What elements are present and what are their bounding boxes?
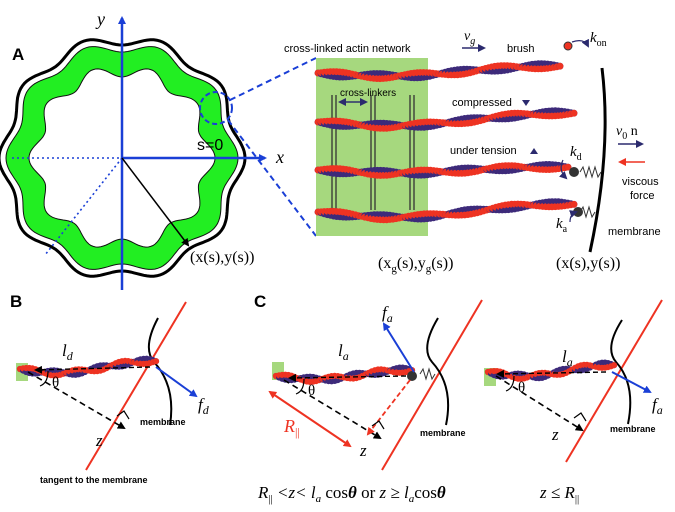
- c2-z-label: z: [551, 425, 559, 444]
- b-filament-monomer: [152, 358, 160, 365]
- c1-force-label: fa: [382, 303, 393, 325]
- panel-a-label: A: [12, 45, 24, 64]
- c1-spring: [419, 367, 436, 381]
- panel-a: A y x s=0 (x(s),y(s)): [0, 9, 284, 290]
- b-right-angle: [116, 410, 130, 420]
- b-force-label: fd: [198, 395, 210, 417]
- b-z-projection: [27, 371, 126, 430]
- c2-theta-arc: [505, 375, 515, 392]
- c1-r-label: R||: [283, 416, 300, 439]
- filament-free-monomer: [570, 200, 578, 208]
- kd-label: kd: [570, 144, 582, 163]
- c2-length-arrow: [496, 369, 607, 378]
- brush-label: brush: [507, 43, 535, 55]
- filament-compressed-monomer: [570, 109, 578, 117]
- panel-c1: C la fa θ R|| z membrane: [254, 292, 483, 471]
- c2-filament-monomer: [610, 362, 618, 369]
- spring-ka: [579, 205, 596, 219]
- b-tangent-label: tangent to the membrane: [40, 475, 148, 485]
- filament-tension-monomer: [564, 163, 572, 171]
- c2-force-label: fa: [652, 395, 663, 417]
- c1-filament: [272, 364, 416, 385]
- c2-force-arrow: [611, 371, 652, 393]
- c1-bead: [407, 371, 417, 381]
- c2-right-angle: [573, 412, 587, 422]
- b-tangent-line: [85, 301, 187, 471]
- c1-membrane: [426, 317, 450, 426]
- kon-label: kon: [590, 30, 607, 49]
- filament-brush-monomer: [556, 62, 564, 70]
- actin-filaments: [314, 41, 578, 224]
- c1-tangent-line: [381, 299, 483, 471]
- x-axis-label: x: [275, 147, 284, 167]
- s-origin-label: s=0: [197, 137, 223, 154]
- c1-membrane-label: membrane: [420, 428, 466, 438]
- c1-right-angle: [371, 420, 385, 430]
- kd-bead: [569, 167, 579, 177]
- c1-condition: R|| <z< la cosθ or z ≥ lacosθ: [257, 483, 446, 505]
- b-force-arrow: [155, 366, 198, 398]
- crosslinked-network-region: [316, 58, 428, 236]
- viscous-label-line2: force: [630, 190, 654, 202]
- tension-marker: [530, 148, 538, 154]
- b-theta-arc: [39, 370, 49, 387]
- kon-monomer: [563, 41, 573, 51]
- c1-z-label: z: [359, 441, 367, 460]
- viscous-label-line1: viscous: [622, 176, 659, 188]
- c1-force-arrow: [382, 322, 415, 373]
- v0n-label: v0 n: [616, 124, 638, 142]
- b-z-label: z: [95, 431, 103, 450]
- kd-arrow: [558, 159, 568, 180]
- zoom-membrane: [588, 67, 607, 253]
- panel-c-label: C: [254, 292, 266, 311]
- b-length-arrow: [34, 365, 151, 374]
- ka-label: ka: [556, 216, 568, 235]
- c2-membrane: [610, 319, 632, 425]
- y-axis-label: y: [95, 9, 105, 29]
- b-theta: θ: [52, 375, 59, 391]
- c1-theta-arc: [295, 378, 305, 395]
- c1-length-arrow: [288, 373, 407, 382]
- ka-arrow: [569, 210, 578, 223]
- c1-z-projection: [283, 379, 382, 440]
- actin-gel-ring: [5, 46, 239, 270]
- compressed-marker: [522, 100, 530, 106]
- panel-b: B ld θ fd z membrane tangent to the memb…: [10, 292, 210, 485]
- c1-length-label: la: [338, 341, 349, 363]
- zoom-panel: cross-linked actin network cross-linkers…: [284, 29, 661, 275]
- crosslinker-bars: [331, 95, 415, 210]
- panel-c2: la θ fa z membrane: [484, 299, 663, 463]
- zoom-guide-bottom: [227, 119, 317, 237]
- vg-label: vg: [464, 29, 475, 47]
- c1-r-parallel-arrow: [268, 390, 352, 448]
- c2-length-label: la: [562, 347, 573, 369]
- c2-theta: θ: [518, 380, 525, 396]
- c1-red-dashed: [366, 379, 411, 436]
- b-membrane-label: membrane: [140, 417, 186, 427]
- zoom-circle: [199, 91, 233, 125]
- crosslinkers-label: cross-linkers: [340, 88, 396, 99]
- c1-theta: θ: [308, 383, 315, 399]
- zoom-guide-top: [229, 57, 317, 101]
- tension-label: under tension: [450, 145, 517, 157]
- c2-tangent-line: [565, 299, 663, 463]
- boundary-point-label: (x(s),y(s)): [190, 249, 254, 266]
- network-label: cross-linked actin network: [284, 43, 411, 55]
- dotted-radial-line: [44, 157, 123, 256]
- c2-z-projection: [495, 375, 584, 432]
- panel-b-label: B: [10, 292, 22, 311]
- c2-membrane-label: membrane: [610, 424, 656, 434]
- zoom-membrane-label: membrane: [608, 226, 661, 238]
- c2-filament: [484, 359, 618, 382]
- compressed-label: compressed: [452, 97, 512, 109]
- radius-vector: [121, 157, 190, 247]
- gel-point-label: (xg(s),yg(s)): [378, 255, 453, 275]
- membrane-point-label: (x(s),y(s)): [556, 255, 620, 272]
- kon-arrow: [571, 38, 589, 48]
- b-length-label: ld: [62, 341, 74, 363]
- spring-kd: [579, 165, 602, 179]
- c2-condition: z ≤ R||: [539, 483, 579, 505]
- outer-membrane-outline: [0, 38, 247, 278]
